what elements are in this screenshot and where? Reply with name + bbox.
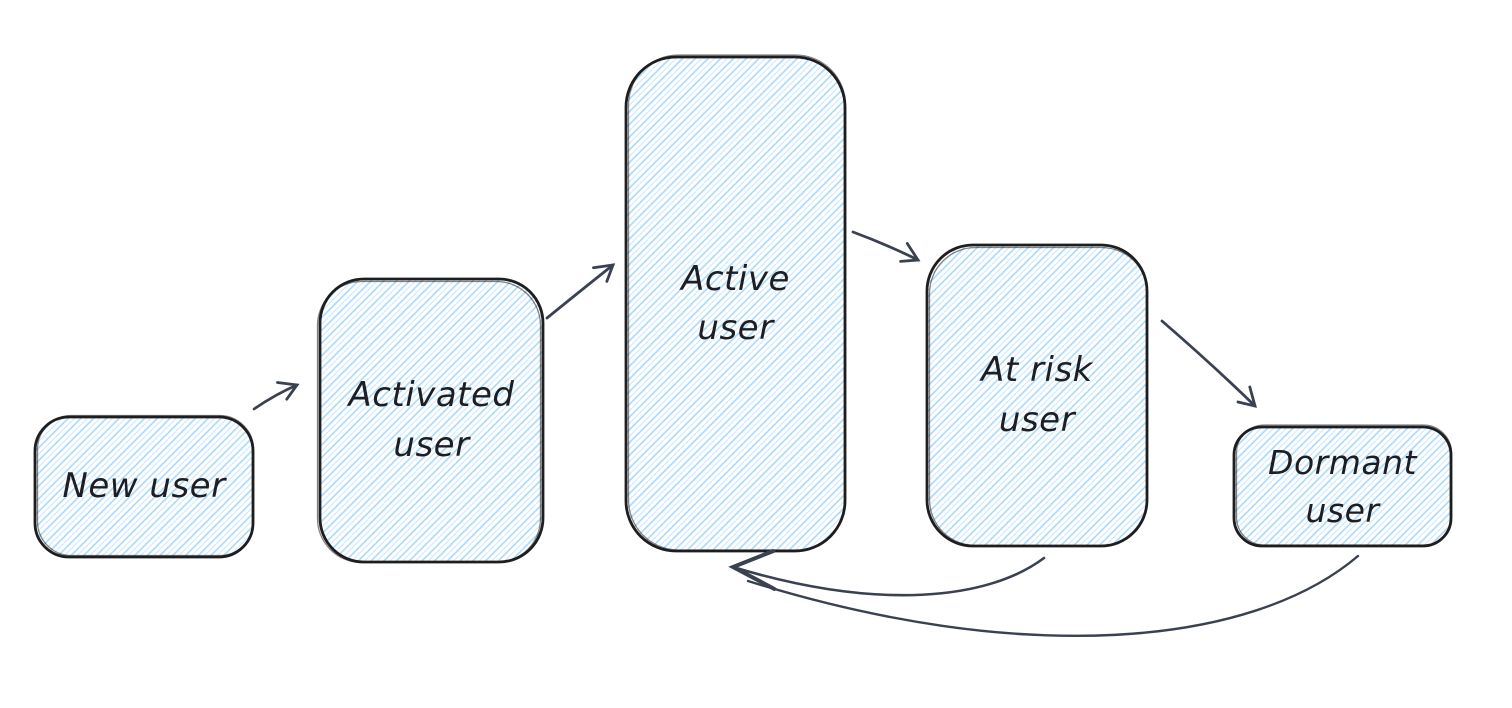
edge-arrow-dormant-to-active — [746, 554, 1360, 637]
node-box-activated-user — [316, 277, 545, 564]
edge-arrow-at-risk-to-active — [728, 549, 1046, 597]
node-box-active-user — [624, 54, 847, 553]
node-box-dormant-user — [1232, 424, 1453, 548]
node-box-at-risk-user — [925, 243, 1149, 548]
edge-arrow-new-to-activated — [252, 381, 300, 411]
edge-arrow-activated-to-active — [545, 263, 616, 320]
edge-arrow-at-risk-to-dormant — [1160, 319, 1257, 408]
edge-arrow-active-to-at-risk — [851, 230, 921, 263]
node-box-new-user — [33, 414, 255, 559]
